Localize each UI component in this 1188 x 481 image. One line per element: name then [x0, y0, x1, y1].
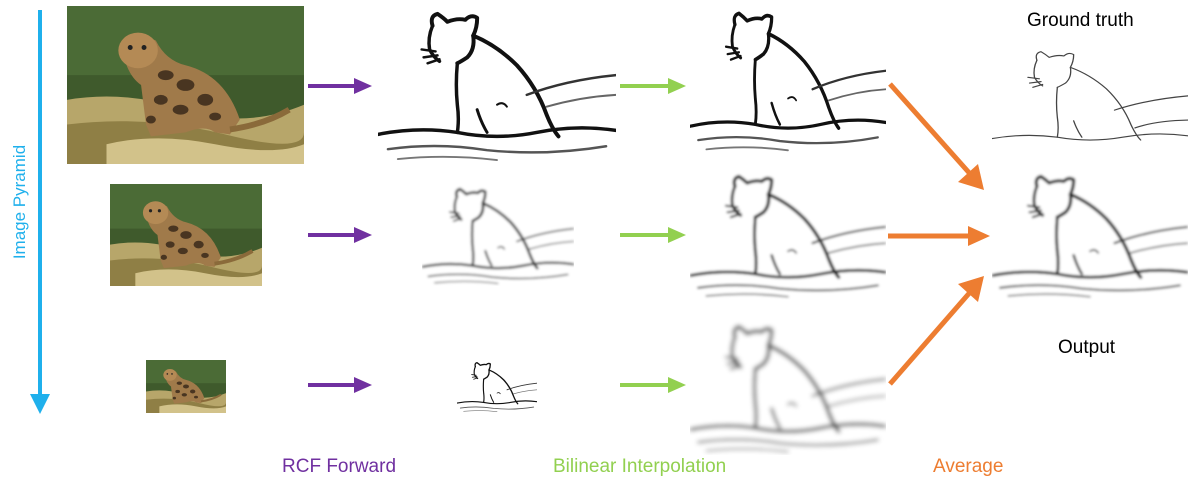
- image-pyramid-label: Image Pyramid: [10, 144, 29, 260]
- ground-truth-image: [992, 46, 1188, 160]
- input-photo-small: [146, 360, 226, 413]
- average-arrow-bottom: [886, 266, 996, 390]
- rcf-edge-medium: [422, 184, 574, 286]
- edge-map-icon: [992, 46, 1188, 160]
- rcf-edge-small: [457, 360, 537, 413]
- output-label: Output: [1058, 337, 1116, 358]
- edge-map-icon: [378, 6, 616, 164]
- image-pyramid-arrow: [28, 8, 52, 416]
- rcf-arrow-2: [308, 225, 372, 245]
- rcf-arrow-1: [308, 76, 372, 96]
- rcf-arrow-3: [308, 375, 372, 395]
- input-photo-large: [67, 6, 304, 164]
- upsampled-edge-large: [690, 6, 886, 154]
- ground-truth-label: Ground truth: [1027, 10, 1134, 31]
- input-photo-medium: [110, 184, 262, 286]
- bilinear-arrow-2: [620, 225, 686, 245]
- edge-map-icon: [690, 320, 886, 455]
- edge-map-icon: [457, 360, 537, 413]
- rcf-forward-label: RCF Forward: [282, 456, 397, 477]
- leopard-photo-icon: [146, 360, 226, 413]
- average-arrow-top: [886, 80, 996, 200]
- bilinear-interpolation-label: Bilinear Interpolation: [553, 456, 727, 477]
- output-image: [992, 170, 1188, 300]
- bilinear-arrow-1: [620, 76, 686, 96]
- edge-map-icon: [690, 6, 886, 154]
- average-arrow-middle: [888, 224, 990, 248]
- upsampled-edge-small: [690, 320, 886, 455]
- edge-map-icon: [992, 170, 1188, 300]
- rcf-edge-large: [378, 6, 616, 164]
- average-label: Average: [933, 456, 1004, 477]
- leopard-photo-icon: [110, 184, 262, 286]
- edge-map-icon: [422, 184, 574, 286]
- leopard-photo-icon: [67, 6, 304, 164]
- edge-map-icon: [690, 170, 886, 300]
- bilinear-arrow-3: [620, 375, 686, 395]
- upsampled-edge-medium: [690, 170, 886, 300]
